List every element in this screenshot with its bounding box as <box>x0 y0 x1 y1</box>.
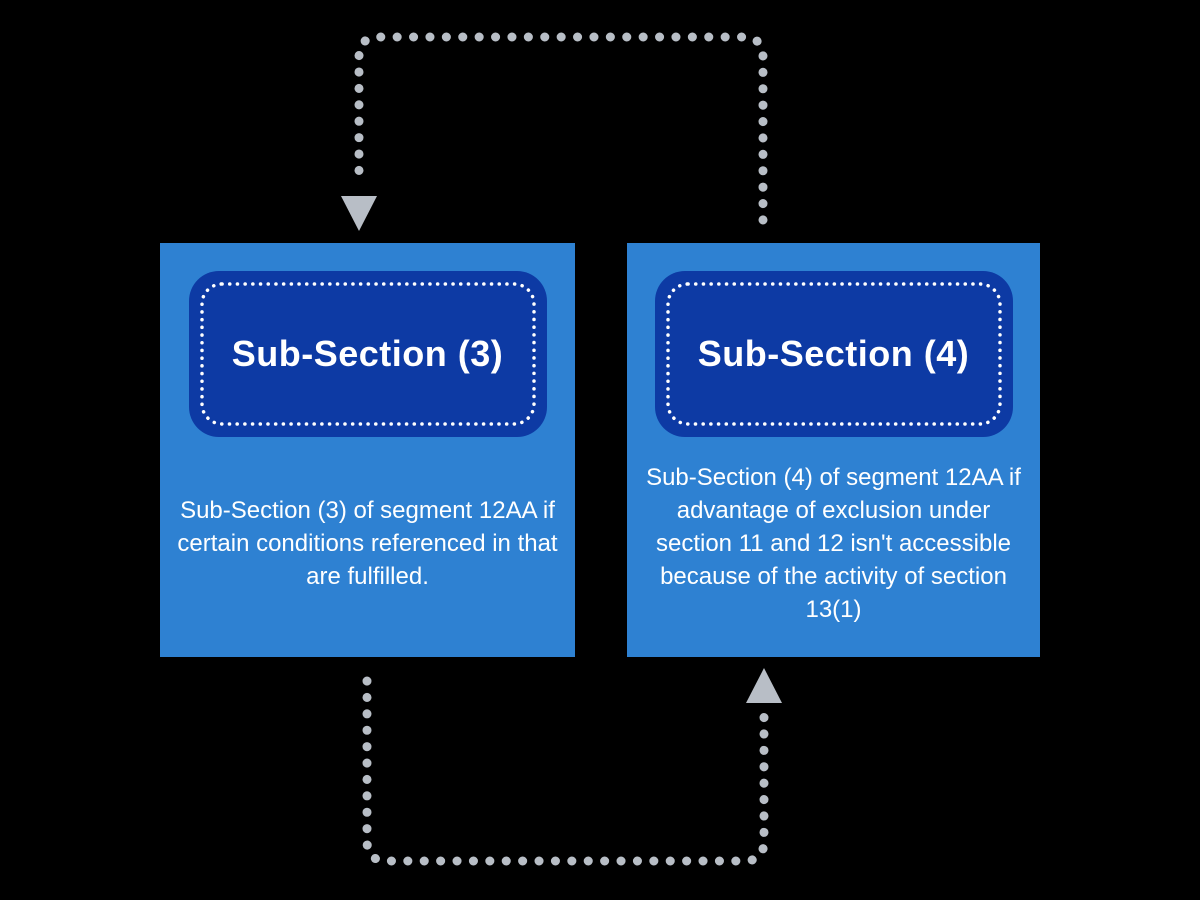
card-subsection-4: Sub-Section (4) Sub-Section (4) of segme… <box>627 243 1040 657</box>
arrow-down-icon <box>341 196 377 231</box>
dotted-border <box>665 282 1002 426</box>
top-loop-dotted-line <box>354 32 768 225</box>
card-subsection-3: Sub-Section (3) Sub-Section (3) of segme… <box>160 243 575 657</box>
bottom-loop-connector <box>362 668 782 866</box>
dotted-border <box>199 282 536 426</box>
bottom-loop-dotted-line <box>362 676 769 866</box>
card-body: Sub-Section (4) of segment 12AA if advan… <box>646 463 1021 623</box>
card-subsection-4-header: Sub-Section (4) <box>654 271 1013 437</box>
top-loop-connector <box>341 32 768 231</box>
card-title: Sub-Section (4) <box>697 333 970 374</box>
arrow-up-icon <box>746 668 782 703</box>
card-body: Sub-Section (3) of segment 12AA if certa… <box>177 496 558 590</box>
card-subsection-3-header: Sub-Section (3) <box>188 271 547 437</box>
card-title: Sub-Section (3) <box>231 333 504 374</box>
